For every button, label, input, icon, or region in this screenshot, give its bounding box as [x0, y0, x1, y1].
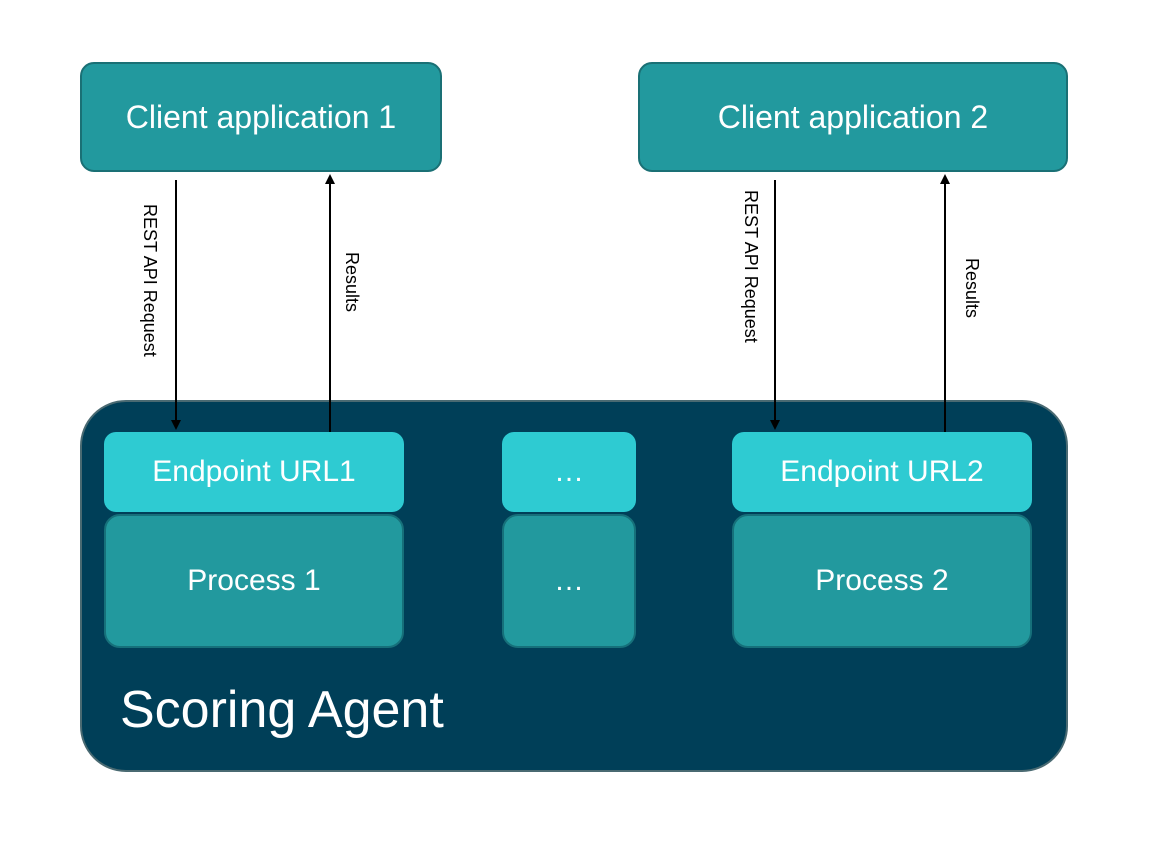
endpoint-ellipsis-label: … [554, 455, 584, 488]
endpoint-url2-label: Endpoint URL2 [780, 455, 984, 488]
process-1-label: Process 1 [187, 564, 321, 597]
endpoint-ellipsis-box: … [502, 432, 636, 512]
endpoint-url2-box: Endpoint URL2 [732, 432, 1032, 512]
client-application-1-label: Client application 1 [125, 98, 397, 135]
endpoint-url1-box: Endpoint URL1 [104, 432, 404, 512]
client-application-2-label: Client application 2 [717, 98, 989, 135]
process-1-box: Process 1 [104, 514, 404, 648]
results-label-1: Results [342, 252, 362, 313]
request-label-2: REST API Request [741, 190, 761, 343]
request-label-1: REST API Request [140, 204, 160, 357]
endpoint-url1-label: Endpoint URL1 [152, 455, 356, 488]
process-2-label: Process 2 [815, 564, 949, 597]
results-label-2: Results [962, 258, 982, 319]
client-application-2-box: Client application 2 [638, 62, 1068, 172]
process-ellipsis-label: … [554, 564, 584, 597]
scoring-agent-label: Scoring Agent [120, 681, 444, 739]
process-2-box: Process 2 [732, 514, 1032, 648]
process-ellipsis-box: … [502, 514, 636, 648]
client-application-1-box: Client application 1 [80, 62, 442, 172]
